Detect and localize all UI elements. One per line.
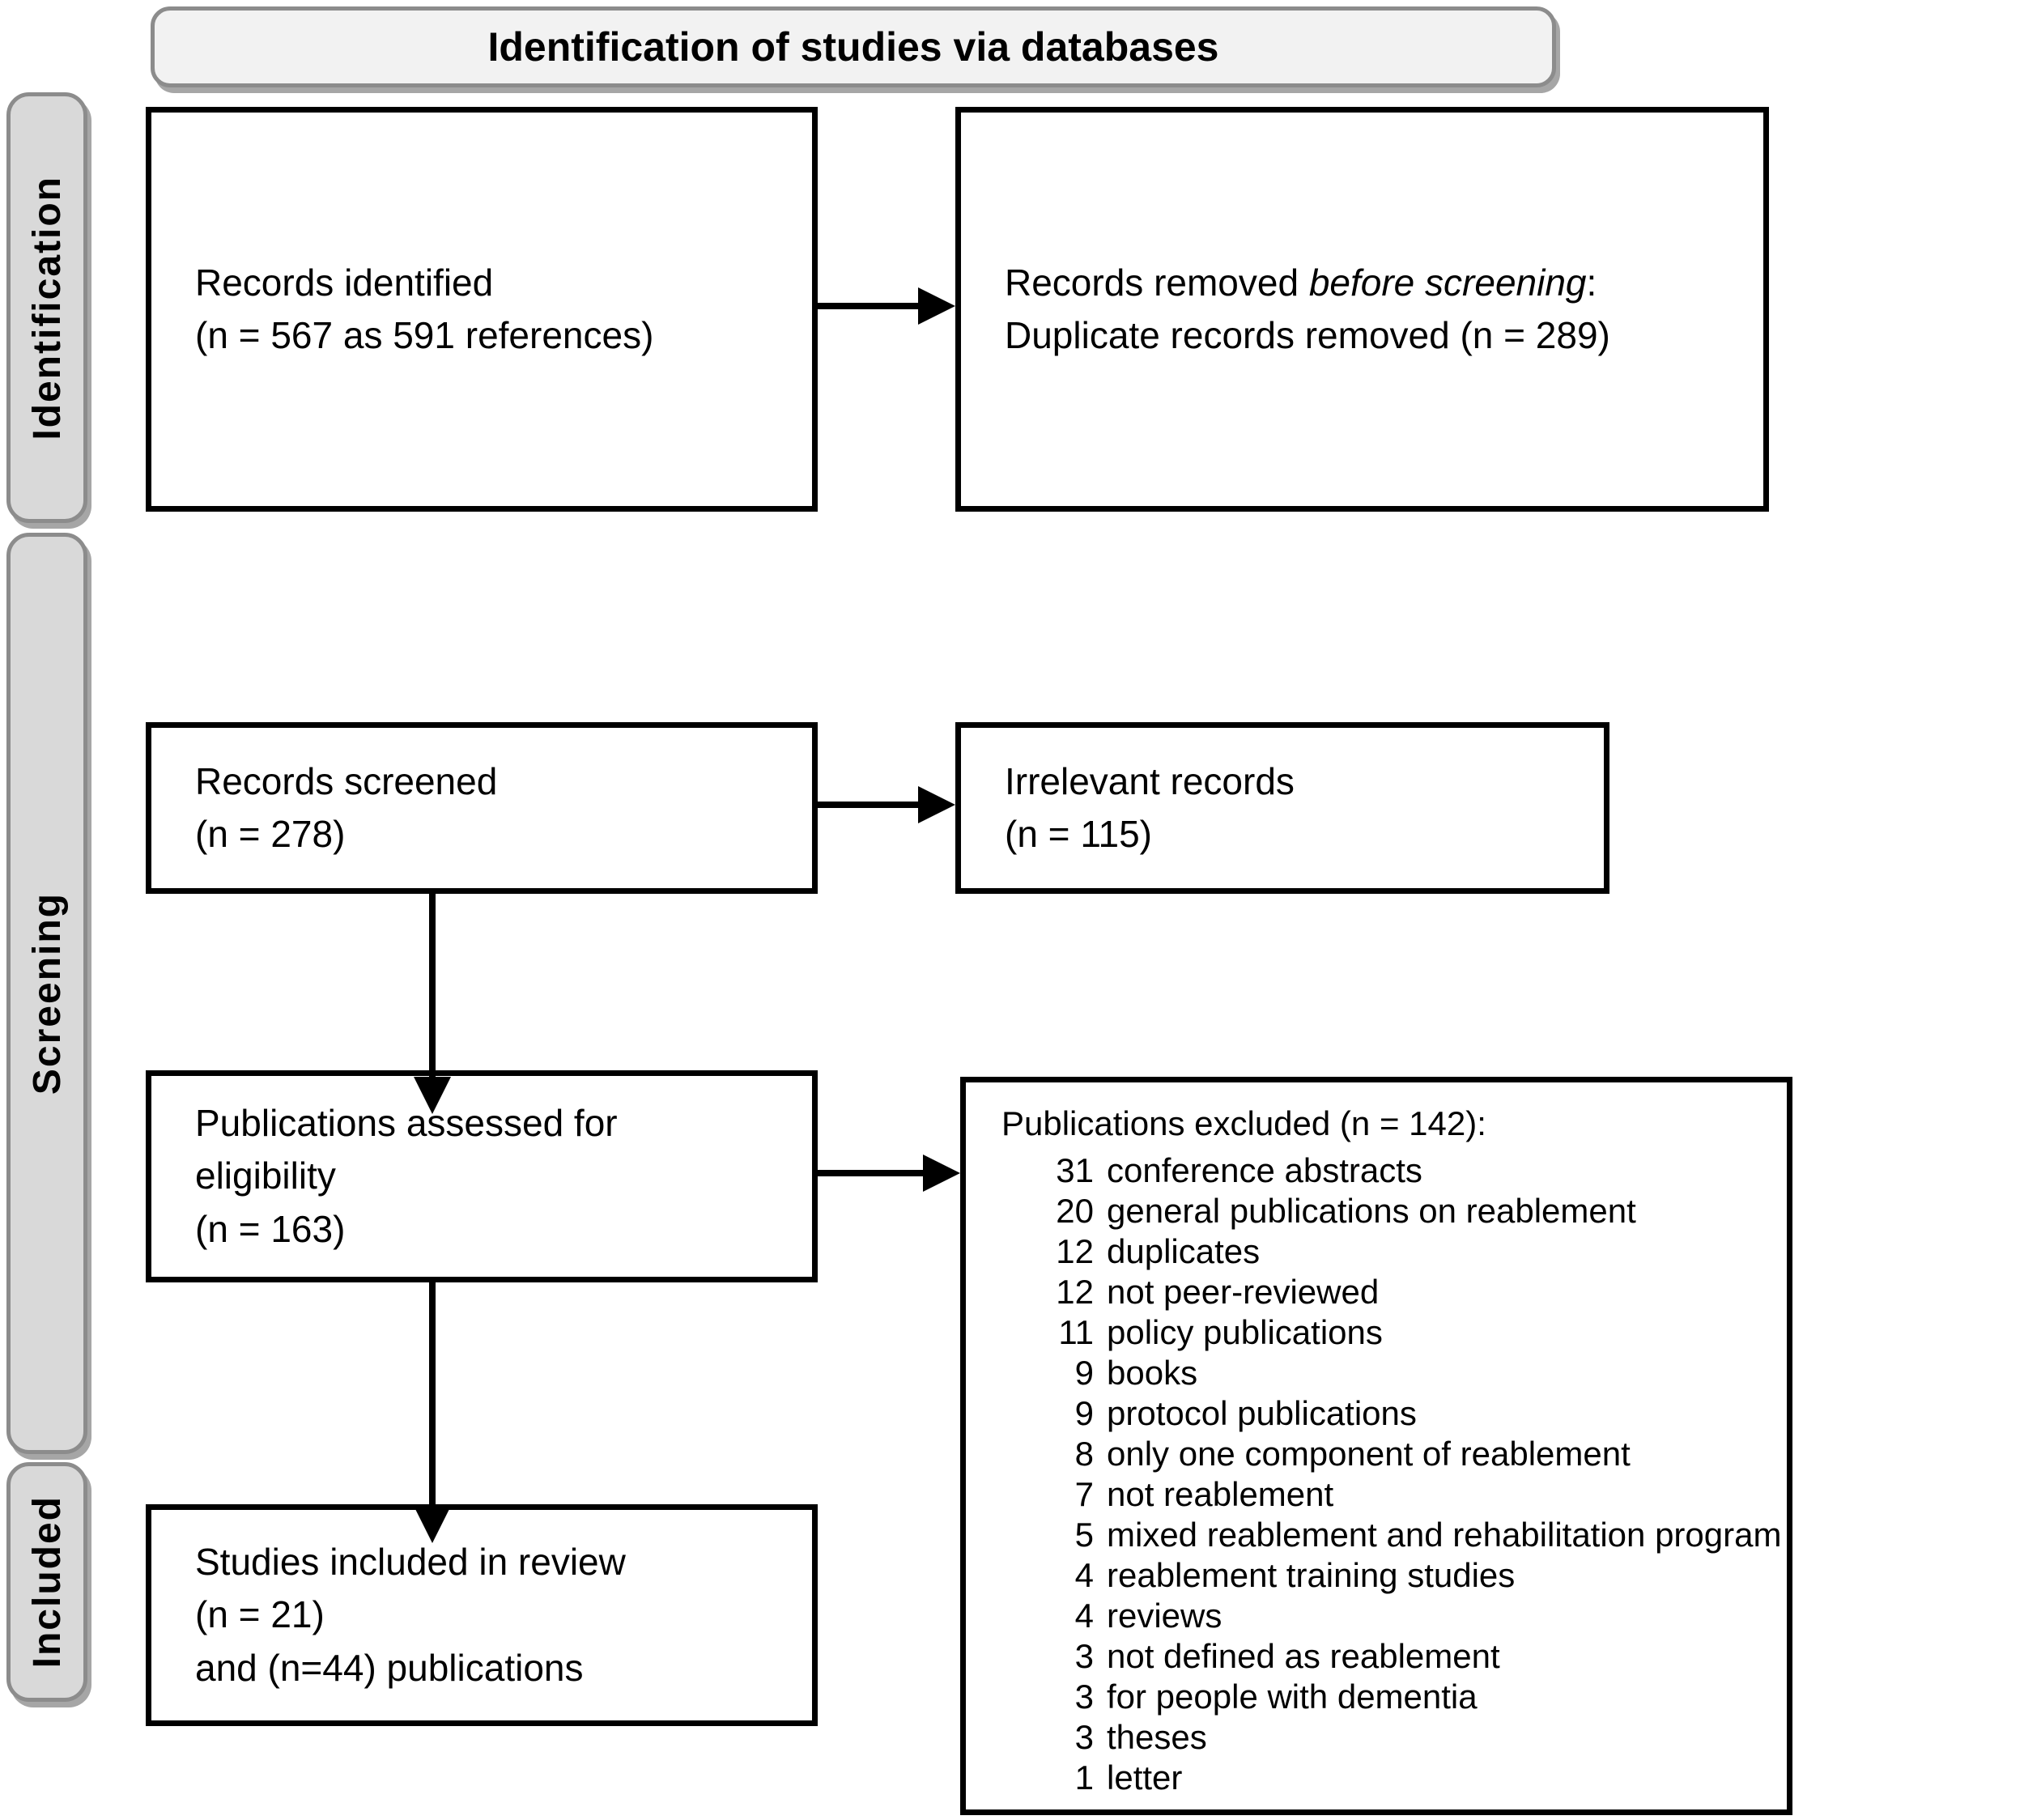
excluded-item-count: 4 [1074,1597,1094,1635]
excluded-item-count: 20 [1056,1192,1094,1230]
excluded-item: 5 mixed reablement and rehabilitation pro… [1001,1515,1782,1555]
excluded-item-count: 3 [1074,1678,1094,1716]
box-records-identified: Records identified (n = 567 as 591 refer… [146,107,818,512]
stage-panel-identification: Identification [6,92,87,523]
box-publications-assessed: Publications assessed for eligibility (n… [146,1070,818,1282]
excluded-item-label: books [1107,1354,1198,1392]
studies-included-line1: Studies included in review [195,1541,626,1584]
excluded-item-count: 4 [1074,1556,1094,1594]
excluded-item-label: for people with dementia [1107,1678,1478,1716]
records-removed-prefix: Records removed [1005,261,1309,304]
records-removed-line1: Records removed before screening: [1005,257,1749,309]
excluded-item: 7 not reablement [1001,1474,1771,1515]
stage-label-identification: Identification [25,175,69,440]
irrelevant-records-line2: (n = 115) [1005,813,1152,855]
excluded-item-label: protocol publications [1107,1394,1417,1432]
records-screened-line2: (n = 278) [195,813,346,855]
excluded-item-label: duplicates [1107,1232,1261,1270]
box-records-screened: Records screened (n = 278) [146,722,818,894]
box-irrelevant-records: Irrelevant records (n = 115) [955,722,1609,894]
stage-label-included: Included [25,1495,69,1669]
diagram-title: Identification of studies via databases [487,24,1219,70]
excluded-item: 1 letter [1001,1758,1771,1798]
records-removed-italic: before screening [1308,261,1587,304]
excluded-item-count: 1 [1074,1758,1094,1797]
excluded-item: 3 for people with dementia [1001,1677,1771,1717]
box-records-removed: Records removed before screening: Duplic… [955,107,1769,512]
excluded-item: 8 only one component of reablement [1001,1434,1771,1474]
excluded-item: 3 not defined as reablement [1001,1636,1771,1677]
excluded-item: 12 not peer-reviewed [1001,1272,1771,1312]
excluded-item-label: conference abstracts [1107,1151,1422,1189]
irrelevant-records-line1: Irrelevant records [1005,759,1295,802]
excluded-item: 31 conference abstracts [1001,1150,1771,1191]
publications-assessed-line3: (n = 163) [195,1207,346,1250]
excluded-item-count: 9 [1074,1354,1094,1392]
excluded-item-label: not peer-reviewed [1107,1273,1380,1311]
excluded-item: 11 policy publications [1001,1312,1771,1353]
excluded-item: 3 theses [1001,1717,1771,1758]
records-removed-line2: Duplicate records removed (n = 289) [1005,314,1610,356]
excluded-item-label: letter [1107,1758,1183,1797]
box-studies-included: Studies included in review (n = 21) and … [146,1504,818,1726]
excluded-item-count: 5 [1074,1516,1094,1554]
publications-excluded-header: Publications excluded (n = 142): [1001,1104,1486,1142]
excluded-item-count: 3 [1074,1718,1094,1756]
stage-panel-included: Included [6,1462,87,1702]
excluded-item: 4 reablement training studies [1001,1555,1771,1596]
excluded-item-label: general publications on reablement [1107,1192,1636,1230]
records-identified-line2: (n = 567 as 591 references) [195,314,654,356]
excluded-item-count: 9 [1074,1394,1094,1432]
excluded-item: 9 protocol publications [1001,1393,1771,1434]
excluded-item: 12 duplicates [1001,1231,1771,1272]
excluded-item-count: 3 [1074,1637,1094,1675]
excluded-item-label: reviews [1107,1597,1222,1635]
excluded-item-count: 11 [1058,1313,1094,1351]
excluded-item-label: reablement training studies [1107,1556,1516,1594]
diagram-title-box: Identification of studies via databases [151,6,1556,87]
excluded-item-count: 7 [1074,1475,1094,1513]
excluded-item-count: 8 [1074,1435,1094,1473]
excluded-item: 9 books [1001,1353,1771,1393]
records-identified-line1: Records identified [195,261,494,304]
stage-panel-screening: Screening [6,533,87,1454]
studies-included-line3: and (n=44) publications [195,1646,584,1689]
excluded-item-label: not reablement [1107,1475,1334,1513]
records-removed-suffix: : [1586,261,1597,304]
publications-assessed-line1: Publications assessed for [195,1102,618,1145]
publications-assessed-line2: eligibility [195,1155,336,1197]
records-screened-line1: Records screened [195,759,498,802]
excluded-item-label: policy publications [1107,1313,1383,1351]
excluded-item-count: 31 [1056,1151,1094,1189]
stage-label-screening: Screening [25,891,69,1095]
excluded-item: 20 general publications on reablement [1001,1191,1771,1231]
excluded-item: 4 reviews [1001,1596,1771,1636]
excluded-item-count: 12 [1056,1232,1094,1270]
excluded-item-label: only one component of reablement [1107,1435,1631,1473]
studies-included-line2: (n = 21) [195,1593,325,1636]
excluded-item-label: theses [1107,1718,1207,1756]
excluded-item-label: mixed reablement and rehabilitation prog… [1107,1516,1782,1554]
excluded-item-count: 12 [1056,1273,1094,1311]
excluded-item-label: not defined as reablement [1107,1637,1500,1675]
